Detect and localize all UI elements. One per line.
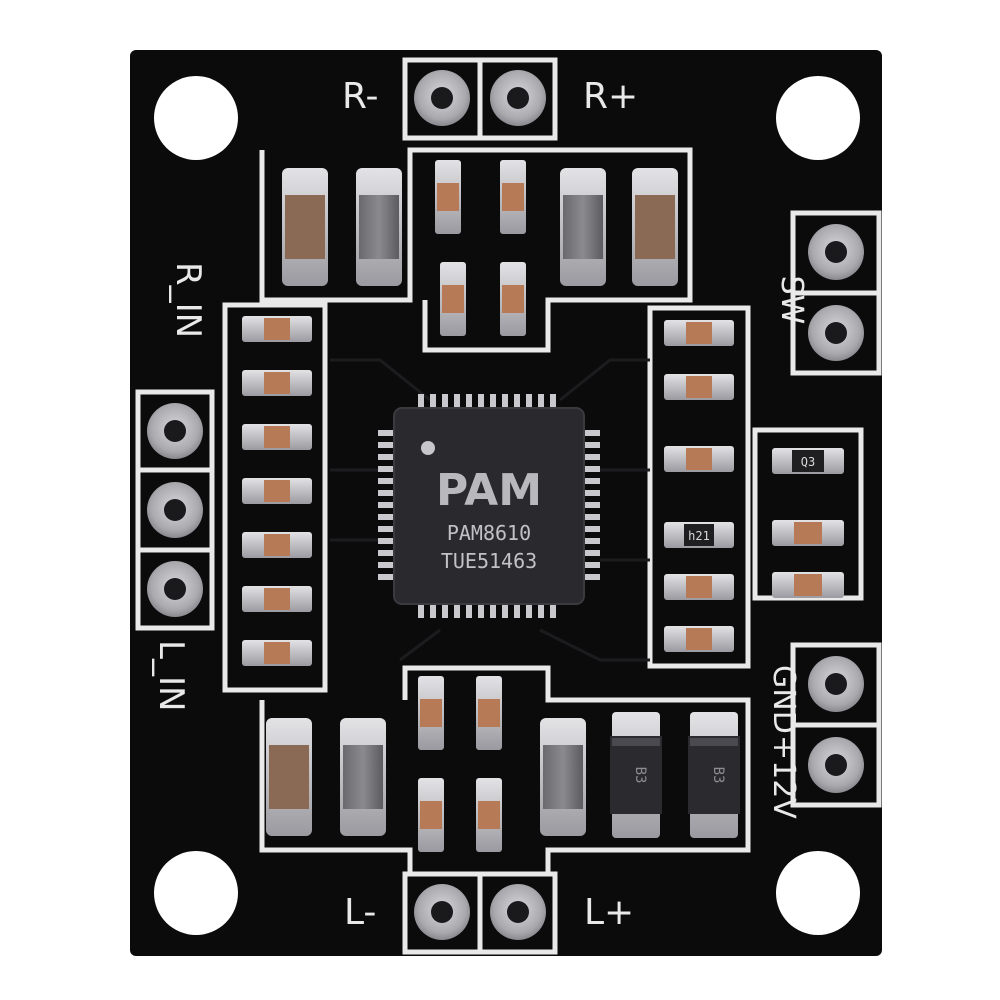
chip-pins — [378, 394, 600, 618]
label-r-minus: R- — [342, 76, 379, 117]
chip-body — [393, 407, 585, 605]
mark-b3-left: B3 — [632, 767, 648, 784]
chip-pin1-dot — [421, 441, 435, 455]
label-l-in: L_IN — [151, 640, 191, 711]
chip-code: TUE51463 — [441, 549, 537, 573]
top-capacitors — [282, 168, 678, 286]
label-l-plus: L+ — [584, 892, 634, 933]
smd-resistors — [242, 160, 844, 852]
mark-q3: Q3 — [801, 455, 815, 469]
label-r-in: R_IN — [168, 262, 208, 338]
chip-logo: PAM — [436, 465, 542, 516]
mark-b3-right: B3 — [710, 767, 726, 784]
label-r-plus: R+ — [583, 76, 638, 117]
mounting-holes — [154, 76, 860, 935]
pcb-traces — [330, 358, 650, 662]
bottom-capacitors — [266, 718, 586, 836]
label-sw: SW — [774, 276, 809, 325]
label-l-minus: L- — [344, 892, 376, 933]
diodes — [610, 712, 740, 838]
terminal-pads — [147, 70, 864, 940]
silkscreen-outlines — [135, 57, 882, 955]
pam8610-chip: PAM PAM8610 TUE51463 — [378, 394, 600, 618]
mark-h21: h21 — [688, 529, 710, 543]
label-12v: +12V — [766, 735, 801, 819]
chip-model: PAM8610 — [447, 521, 531, 545]
label-gnd: GND — [766, 665, 801, 734]
